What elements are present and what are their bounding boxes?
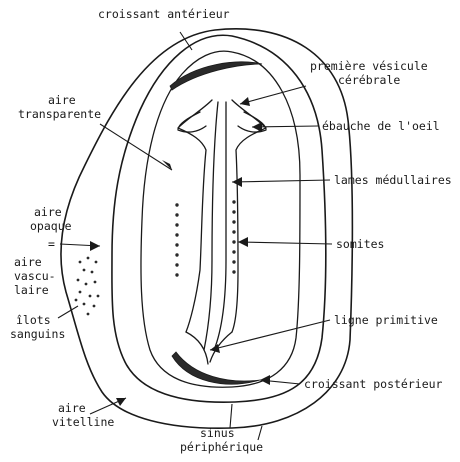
label-croissant-posterieur: croissant postérieur (304, 377, 443, 391)
ebauche-oeil-left (177, 111, 207, 133)
outer-vitelline-outline (60, 28, 354, 430)
label-aire-transparente-2: transparente (18, 107, 101, 121)
somites-left (175, 203, 179, 277)
label-aire-vitelline-1: aire (58, 401, 86, 415)
lames-medullaires-left (177, 99, 213, 333)
leader-lines (57, 31, 333, 441)
neural-groove-left (203, 101, 219, 351)
label-croissant-anterieur: croissant antérieur (98, 7, 230, 21)
label-peripherique: périphérique (180, 440, 263, 454)
aire-transparente-outline (140, 50, 301, 388)
ebauche-oeil-right (237, 111, 267, 133)
label-aire-transparente-1: aire (48, 93, 76, 107)
label-lames-medullaires: lames médullaires (334, 173, 452, 187)
label-ebauche-oeil: ébauche de l'oeil (322, 119, 440, 133)
label-ilots: îlots (16, 313, 51, 327)
primitive-streak-tail (185, 331, 233, 365)
label-sanguins: sanguins (10, 327, 65, 341)
label-aire-opaque-2: opaque (30, 219, 72, 233)
somites-right (232, 200, 236, 274)
label-aire-vasculaire-2: vascu- (14, 269, 56, 283)
arrow-heads (90, 97, 270, 406)
croissant-anterieur (169, 61, 263, 91)
label-cerebrale: cérébrale (338, 73, 400, 87)
label-aire-vasculaire-3: laire (14, 283, 49, 297)
ilots-sanguins (74, 256, 100, 316)
croissant-posterieur (171, 351, 261, 385)
label-aire-opaque-1: aire (34, 205, 62, 219)
label-aire-vasculaire-1: aire (14, 255, 42, 269)
neural-groove-right (213, 101, 227, 351)
label-sinus: sinus (200, 426, 235, 440)
label-somites: somites (336, 237, 384, 251)
sinus-peripherique-outline (111, 34, 327, 404)
label-ligne-primitive: ligne primitive (334, 313, 438, 327)
lames-medullaires-right (231, 99, 267, 333)
label-aire-vitelline-2: vitelline (52, 415, 114, 429)
label-equals: = (48, 237, 55, 251)
label-premiere-vesicule: première vésicule (310, 59, 428, 73)
